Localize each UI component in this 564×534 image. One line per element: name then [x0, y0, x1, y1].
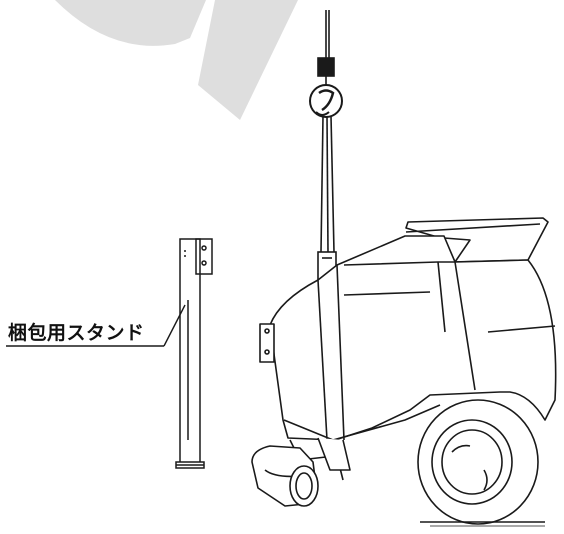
packing-stand-label: 梱包用スタンド: [8, 322, 145, 344]
crane-hook-icon: [309, 10, 343, 283]
round-baler-icon: [251, 217, 557, 527]
watermark-shape: [55, 0, 298, 120]
packing-stand-icon: [175, 238, 213, 469]
callout-leader: [6, 304, 186, 347]
